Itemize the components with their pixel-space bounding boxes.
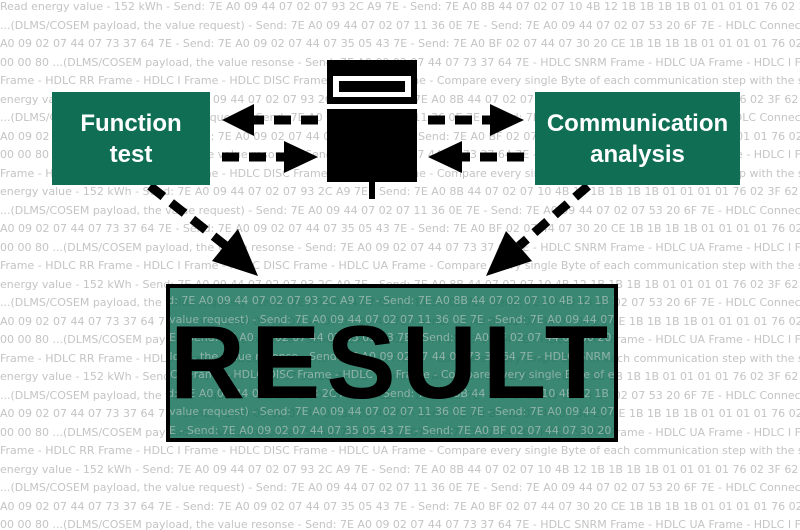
function-test-label: Function test [80, 109, 182, 168]
background-log-line: ...(DLMS/COSEM payload, the value reques… [0, 481, 800, 494]
communication-analysis-box: Communication analysis [535, 92, 740, 185]
background-log-line: energy value - 152 kWh - Send: 7E A0 09 … [0, 462, 800, 476]
arrow-device-to-communication-analysis [428, 104, 524, 136]
result-log-line: energy value - 152 kWh - Send: 7E A0 09 … [167, 294, 614, 307]
background-log-line: A0 09 02 07 44 07 73 37 64 7E - Send: 7E… [0, 499, 800, 513]
arrow-communication-analysis-to-device [428, 141, 524, 173]
arrow-device-to-function-test [222, 104, 318, 136]
result-background-log: energy value - 152 kWh - Send: 7E A0 09 … [170, 292, 614, 438]
background-log-line: 00 00 80 ...(DLMS/COSEM payload, the val… [0, 518, 800, 530]
background-log-line: Frame - HDLC RR Frame - HDLC I Frame - H… [0, 259, 800, 272]
result-box: energy value - 152 kWh - Send: 7E A0 09 … [166, 284, 618, 442]
background-log-line: ...(DLMS/COSEM payload, the value reques… [0, 203, 800, 217]
background-log-line: 00 00 80 ...(DLMS/COSEM payload, the val… [0, 240, 800, 254]
result-log-line: A0 09 02 07 44 07 73 37 64 7E - Send: 7E… [168, 423, 614, 437]
arrow-function-test-to-device [222, 141, 318, 173]
background-log-line: Frame - HDLC RR Frame - HDLC I Frame - H… [0, 444, 800, 457]
result-log-line: ...(DLMS/COSEM payload, the value reques… [169, 405, 615, 418]
result-log-line: energy value - 152 kWh - Send: 7E A0 09 … [167, 386, 614, 400]
result-log-line: 00 00 80 ...(DLMS/COSEM payload, the val… [169, 349, 614, 363]
meter-device-icon [327, 60, 417, 199]
result-log-line: A0 09 02 07 44 07 73 37 64 7E - Send: 7E… [168, 331, 614, 344]
communication-analysis-label: Communication analysis [546, 109, 729, 168]
background-log-line: ...(DLMS/COSEM payload, the value reques… [0, 18, 800, 32]
arrow-function-test-to-result [147, 182, 258, 276]
arrow-communication-analysis-to-result [486, 182, 591, 276]
result-log-line: ...(DLMS/COSEM payload, the value reques… [169, 312, 615, 326]
result-label: RESULT [169, 304, 615, 421]
background-log-line: A0 09 02 07 44 07 73 37 64 7E - Send: 7E… [0, 37, 800, 50]
result-log-line: 00 00 80 ...(DLMS/COSEM payload, the val… [166, 440, 614, 442]
background-log-line: energy value - 152 kWh - Send: 7E A0 09 … [0, 185, 800, 198]
function-test-box: Function test [52, 92, 210, 185]
result-log-line: Frame - HDLC RR Frame - HDLC I Frame - H… [170, 368, 615, 381]
background-log-line: Read energy value - 152 kWh - Send: 7E A… [0, 0, 800, 13]
